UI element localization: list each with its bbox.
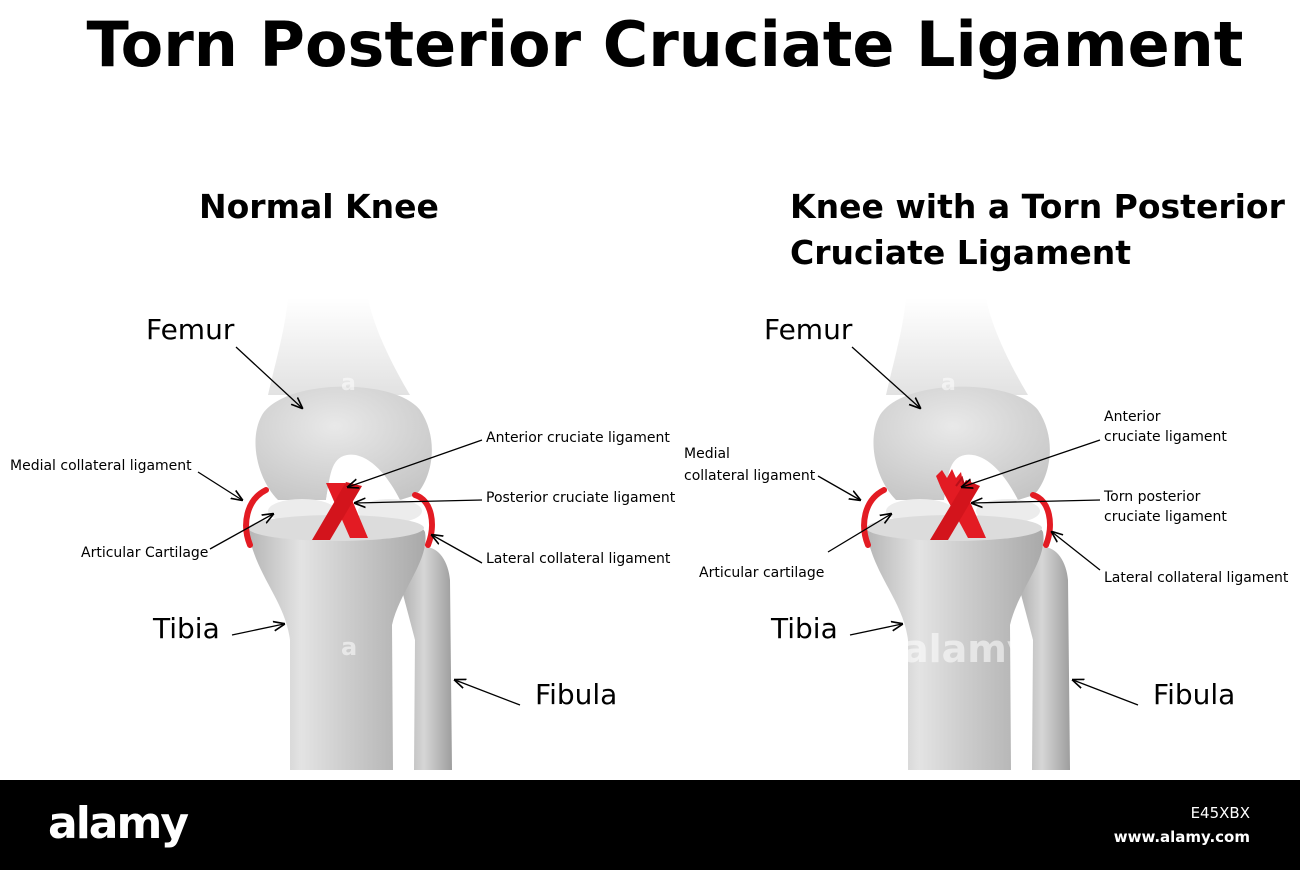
fibula-bone [1014, 547, 1070, 770]
right-heading-line1: Knee with a Torn Posterior [790, 187, 1286, 226]
label-posterior-cruciate: Posterior cruciate ligament [486, 490, 676, 506]
right-heading-line2: Cruciate Ligament [790, 233, 1131, 272]
label-articular-cartilage: Articular Cartilage [81, 545, 208, 561]
watermark-glyph: a [341, 371, 356, 396]
watermark-glyph: a [941, 371, 956, 396]
label-lateral-collateral: Lateral collateral ligament [486, 551, 671, 567]
label-torn-posterior-line2: cruciate ligament [1104, 509, 1227, 525]
label-medial-collateral: Medial collateral ligament [10, 458, 192, 474]
label-tibia: Tibia [152, 612, 220, 645]
arrow-lateral-collateral [1052, 532, 1101, 571]
normal-knee: a a [243, 298, 452, 770]
medial-collateral-ligament [861, 487, 887, 548]
label-femur: Femur [764, 313, 853, 346]
footer-url: www.alamy.com [1113, 828, 1250, 846]
label-anterior-cruciate-line1: Anterior [1104, 409, 1161, 425]
tibia-bone [866, 519, 1044, 770]
label-medial-collateral-line2: collateral ligament [684, 468, 816, 484]
label-articular-cartilage: Articular cartilage [699, 565, 824, 581]
tibia-bone [248, 519, 426, 770]
label-fibula: Fibula [1153, 678, 1235, 711]
label-fibula: Fibula [535, 678, 617, 711]
arrow-fibula [1073, 680, 1139, 706]
footer-bar: alamy E45XBX www.alamy.com [0, 780, 1300, 870]
medial-collateral-ligament [243, 487, 269, 548]
label-medial-collateral-line1: Medial [684, 446, 730, 462]
fibula-bone [396, 547, 452, 770]
arrow-medial-collateral [817, 475, 860, 500]
arrow-articular-cartilage [827, 514, 891, 553]
lateral-collateral-ligament [1030, 492, 1053, 548]
knee-diagram: Torn Posterior Cruciate Ligament Normal … [10, 8, 1289, 770]
arrow-tibia [231, 624, 284, 636]
footer-image-id: E45XBX [1190, 804, 1250, 822]
main-title: Torn Posterior Cruciate Ligament [87, 8, 1244, 81]
watermark-glyph: a [341, 633, 357, 661]
arrow-tibia [849, 624, 902, 636]
arrow-femur [235, 346, 302, 408]
femur-condyles [255, 386, 432, 500]
arrow-anterior-cruciate [962, 439, 1101, 487]
arrow-femur [851, 346, 920, 408]
torn-knee: a alamy [861, 298, 1070, 770]
label-anterior-cruciate-line2: cruciate ligament [1104, 429, 1227, 445]
label-tibia: Tibia [770, 612, 838, 645]
arrow-fibula [455, 680, 521, 706]
label-femur: Femur [146, 313, 235, 346]
watermark-word: alamy [903, 627, 1032, 671]
arrow-medial-collateral [197, 471, 242, 500]
arrow-lateral-collateral [432, 535, 483, 564]
left-heading: Normal Knee [199, 187, 439, 226]
femur-shaft [268, 298, 410, 395]
label-torn-posterior-line1: Torn posterior [1103, 489, 1201, 505]
anterior-cruciate-ligament [312, 482, 362, 540]
footer-logo: alamy [48, 798, 189, 849]
arrow-posterior-cruciate [355, 500, 483, 503]
arrow-anterior-cruciate [348, 439, 483, 487]
anterior-cruciate-ligament [930, 480, 980, 540]
label-anterior-cruciate: Anterior cruciate ligament [486, 430, 670, 446]
label-lateral-collateral: Lateral collateral ligament [1104, 570, 1289, 586]
arrow-articular-cartilage [209, 514, 273, 550]
arrow-torn-posterior [972, 500, 1101, 503]
femur-shaft [886, 298, 1028, 395]
